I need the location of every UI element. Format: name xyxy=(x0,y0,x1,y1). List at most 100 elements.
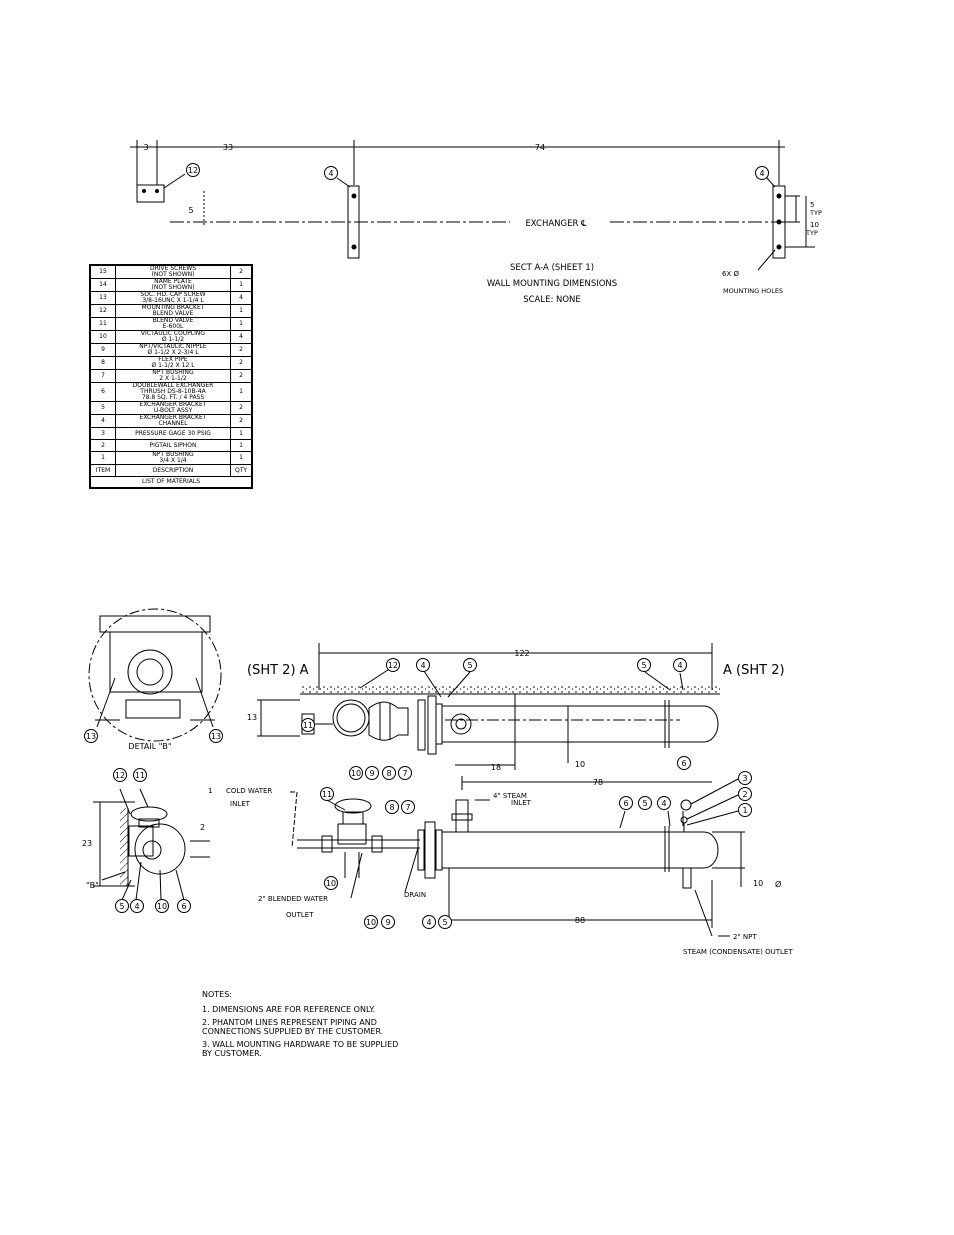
bom-qty-cell: 2 xyxy=(230,401,253,415)
side-dim-23: 23 xyxy=(82,839,92,848)
note-2: 2. PHANTOM LINES REPRESENT PIPING AND CO… xyxy=(202,1018,384,1036)
dim-88: 88 xyxy=(575,916,585,925)
svg-text:4: 4 xyxy=(134,902,139,911)
cold-water-inlet: INLET xyxy=(230,800,251,808)
bom-desc-cell: NPT BUSHING 2 X 1-1/2 xyxy=(115,369,231,383)
plan-labels: (SHT 2) A A (SHT 2) 122 13 18 10 78 xyxy=(247,649,785,787)
svg-text:6: 6 xyxy=(181,902,186,911)
bom-qty-cell: 2 xyxy=(230,356,253,370)
bom-item-cell: 7 xyxy=(89,369,116,383)
bom-qty-cell: 1 xyxy=(230,427,253,440)
bom-desc-cell: EXCHANGER BRACKET U-BOLT ASSY xyxy=(115,401,231,415)
bom-qty-cell: 1 xyxy=(230,317,253,331)
dim-74: 74 xyxy=(535,143,545,152)
balloon-1 xyxy=(738,803,752,817)
balloon-3 xyxy=(738,771,752,785)
balloon-6 xyxy=(177,899,191,913)
balloon-8 xyxy=(385,800,399,814)
dim-5-typ-suffix: TYP xyxy=(809,209,822,217)
balloon-7 xyxy=(398,766,412,780)
bom-qty-cell: 2 xyxy=(230,414,253,428)
svg-text:4: 4 xyxy=(677,661,682,670)
balloon-4 xyxy=(416,658,430,672)
dim-33: 33 xyxy=(223,143,233,152)
svg-text:6: 6 xyxy=(681,759,686,768)
elevation-labels: 1 COLD WATER INLET 4" STEAM INLET 2" BLE… xyxy=(208,787,793,956)
blended-water-outlet: OUTLET xyxy=(286,911,314,919)
bom-item-cell: 9 xyxy=(89,343,116,357)
svg-text:5: 5 xyxy=(642,799,647,808)
svg-text:12: 12 xyxy=(188,166,198,175)
balloon-8 xyxy=(382,766,396,780)
svg-text:2: 2 xyxy=(742,790,747,799)
bom-desc-cell: DESCRIPTION xyxy=(115,464,231,477)
notes: NOTES: 1. DIMENSIONS ARE FOR REFERENCE O… xyxy=(202,990,398,1062)
svg-text:11: 11 xyxy=(303,721,313,730)
svg-text:11: 11 xyxy=(322,790,332,799)
bom-item-cell: 11 xyxy=(89,317,116,331)
dim-10-dia: 10 xyxy=(753,879,763,888)
balloons: 12 4 4 12 4 5 5 4 11 10 9 8 7 6 13 13 12… xyxy=(84,163,769,929)
section-title: SECT A-A (SHEET 1) xyxy=(510,263,594,273)
bom-item-cell: 3 xyxy=(89,427,116,440)
bom-item-cell: 5 xyxy=(89,401,116,415)
bom-desc-cell: DRIVE SCREWS (NOT SHOWN) xyxy=(115,264,231,279)
dim-122: 122 xyxy=(514,649,529,658)
side-labels: 23 2 "B" xyxy=(82,823,205,890)
sht2-left-label: (SHT 2) A xyxy=(247,663,309,678)
balloon-10 xyxy=(155,899,169,913)
balloon-5 xyxy=(637,658,651,672)
section-a-a xyxy=(130,140,815,271)
balloon-4 xyxy=(755,166,769,180)
balloon-2 xyxy=(738,787,752,801)
balloon-6 xyxy=(677,756,691,770)
svg-text:10: 10 xyxy=(326,879,336,888)
bom-desc-cell: NPT/VICTAULIC NIPPLE Ø 1-1/2 X 2-3/4 L xyxy=(115,343,231,357)
bom-qty-cell: 2 xyxy=(230,264,253,279)
dim-5-typ: 5 xyxy=(810,201,814,209)
svg-text:7: 7 xyxy=(405,803,410,812)
svg-text:10: 10 xyxy=(157,902,167,911)
balloon-9 xyxy=(381,915,395,929)
svg-text:5: 5 xyxy=(442,918,447,927)
svg-text:9: 9 xyxy=(385,918,390,927)
detail-b-label: DETAIL "B" xyxy=(128,742,171,751)
bom-item-cell: 15 xyxy=(89,264,116,279)
bom-qty-cell: 4 xyxy=(230,291,253,305)
svg-text:4: 4 xyxy=(759,169,764,178)
bom-desc-cell: VICTAULIC COUPLING Ø 1-1/2 xyxy=(115,330,231,344)
svg-text:11: 11 xyxy=(135,771,145,780)
bom-item-cell: 4 xyxy=(89,414,116,428)
svg-text:3: 3 xyxy=(742,774,747,783)
bom-qty-cell: 1 xyxy=(230,304,253,318)
side-view xyxy=(93,788,210,901)
bom-desc-cell: NAME PLATE (NOT SHOWN) xyxy=(115,278,231,292)
svg-text:13: 13 xyxy=(86,732,96,741)
svg-text:12: 12 xyxy=(388,661,398,670)
bom-desc-cell: BLEND VALVE E-600L xyxy=(115,317,231,331)
bom-qty-cell: 2 xyxy=(230,369,253,383)
bom-item-cell: ITEM xyxy=(89,464,116,477)
steam-inlet-label: 4" STEAM xyxy=(493,792,527,800)
dia-symbol: Ø xyxy=(775,879,781,889)
balloon-11 xyxy=(301,718,315,732)
svg-text:10: 10 xyxy=(351,769,361,778)
balloon-7 xyxy=(401,800,415,814)
bom-qty-cell: QTY xyxy=(230,464,253,477)
bom-desc-cell: SOC. HD. CAP SCREW 3/8-16UNC X 1-1/4 L xyxy=(115,291,231,305)
steam-inlet-sub: INLET xyxy=(511,799,532,807)
svg-text:8: 8 xyxy=(389,803,394,812)
elevation-view xyxy=(290,791,745,937)
bom-qty-cell: 4 xyxy=(230,330,253,344)
balloon-11 xyxy=(133,768,147,782)
balloon-10 xyxy=(324,876,338,890)
mounting-qty: 6X Ø xyxy=(722,270,739,278)
